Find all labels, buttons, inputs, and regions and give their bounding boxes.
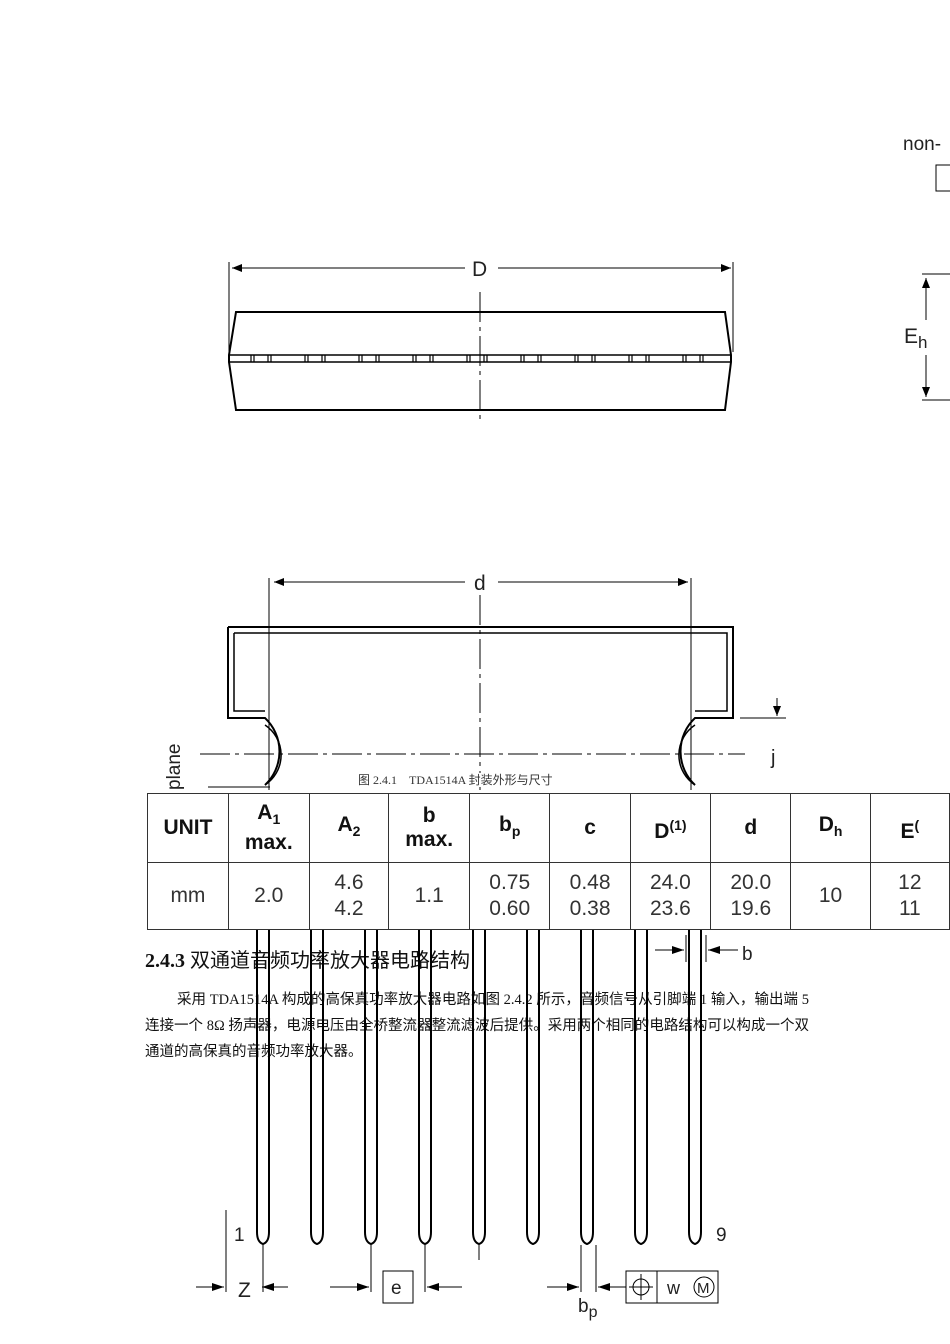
pin-socket: [466, 355, 488, 362]
body-paragraph: 采用 TDA1514A 构成的高保真功率放大器电路如图 2.4.2 所示，音频信…: [145, 992, 809, 1060]
dim-d-label: d: [474, 572, 486, 595]
column-header: D(1): [629, 793, 712, 863]
pin-socket: [520, 355, 542, 362]
column-header: c: [549, 793, 631, 863]
dim-e-box: [382, 1270, 414, 1304]
pin-lead: [364, 930, 378, 1246]
dim-j-label: j: [770, 747, 775, 769]
dim-D-label: D: [472, 258, 487, 281]
pin-lead: [418, 930, 432, 1246]
pin-lead: [310, 930, 324, 1246]
seating-plane-label: plane: [164, 744, 185, 791]
pin-socket: [682, 355, 704, 362]
dim-e-label: e: [391, 1278, 402, 1299]
pin-socket: [358, 355, 380, 362]
pin-lead: [256, 930, 270, 1246]
non-cut-label: non-: [903, 134, 941, 155]
pin-1-label: 1: [234, 1225, 245, 1246]
pin-socket: [412, 355, 434, 362]
dim-Z-label: Z: [238, 1279, 251, 1302]
pin-lead: [688, 930, 702, 1246]
pin-lead: [634, 930, 648, 1246]
pin-socket: [574, 355, 596, 362]
dim-b-label: b: [742, 944, 753, 965]
section-title: 双通道音频功率放大器电路结构: [185, 950, 470, 972]
pin-socket: [628, 355, 650, 362]
table-cell: 1.1: [388, 862, 471, 930]
table-cell: 10: [790, 862, 871, 930]
dim-Eh-label: Eh: [904, 325, 927, 352]
tolerance-w-label: w: [666, 1278, 681, 1298]
pin-9-label: 9: [716, 1225, 727, 1246]
figure-caption: 图 2.4.1 TDA1514A 封装外形与尺寸: [358, 773, 553, 787]
pin-socket: [304, 355, 326, 362]
column-header: E(: [869, 793, 950, 863]
column-header: A2: [308, 793, 390, 863]
column-header: UNIT: [147, 793, 229, 863]
tolerance-M-label: M: [697, 1280, 710, 1297]
column-header: d: [710, 793, 792, 863]
section-heading: 2.4.3 双通道音频功率放大器电路结构: [145, 944, 470, 973]
pin-lead: [526, 930, 540, 1246]
table-cell: mm: [147, 862, 229, 930]
column-header: bp: [469, 793, 551, 863]
pin-socket: [250, 355, 272, 362]
column-header: Dh: [790, 793, 871, 863]
pin-lead: [472, 930, 486, 1246]
dim-bp-label: bp: [578, 1296, 598, 1321]
table-cell: 2.0: [227, 862, 310, 930]
position-tolerance-frame: [625, 1270, 719, 1304]
section-number: 2.4.3: [145, 950, 185, 972]
pin-lead: [580, 930, 594, 1246]
package-drawing-top: non- D Eh d j plane: [164, 134, 950, 791]
